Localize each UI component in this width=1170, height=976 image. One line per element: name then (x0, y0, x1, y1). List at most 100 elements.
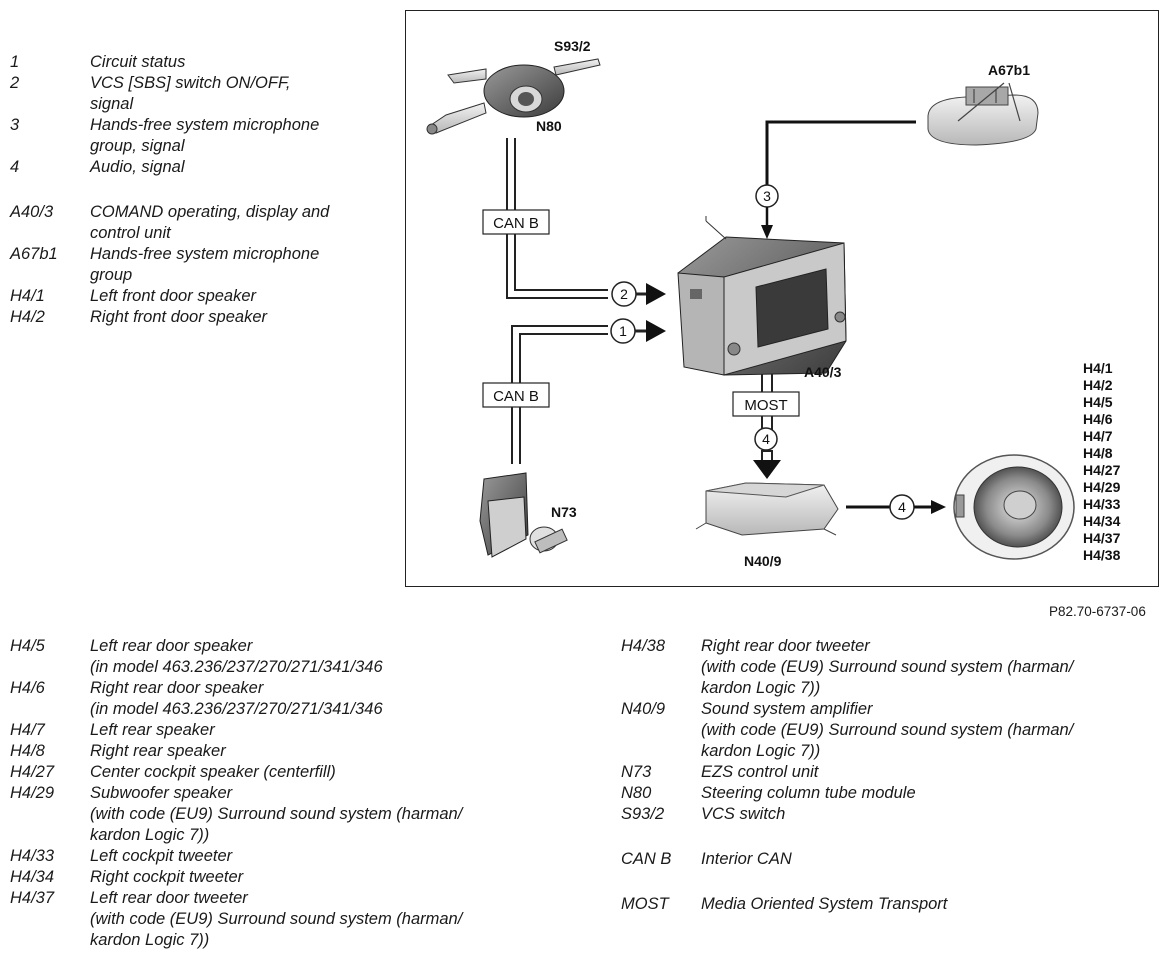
label-s93-2: S93/2 (554, 38, 591, 54)
can-b-upper-label-box (482, 209, 550, 235)
label-n73: N73 (551, 504, 577, 520)
speaker-illustration (953, 454, 1075, 560)
legend-text: group, signal (90, 137, 185, 155)
legend-key: H4/38 (621, 637, 666, 655)
arrow-4-speaker-icon (931, 500, 946, 514)
legend-text: Right rear door speaker (90, 679, 264, 697)
can-b-upper-bus: CAN B 2 (482, 138, 666, 307)
speaker-label: H4/5 (1083, 394, 1113, 410)
legend-text: kardon Logic 7)) (701, 679, 821, 697)
legend-text: Circuit status (90, 53, 186, 71)
legend-row: H4/37 Left rear door tweeter (with code (E… (10, 888, 530, 951)
speaker-label: H4/29 (1083, 479, 1121, 495)
legend-text: (with code (EU9) Surround sound system (… (701, 658, 1074, 676)
legend-row: N80 Steering column tube module (621, 783, 1161, 804)
legend-row: N40/9 Sound system amplifier (with code (E… (621, 699, 1161, 762)
can-b-lower-label-box (482, 382, 550, 408)
most-bus: MOST 4 (732, 372, 800, 479)
label-a67b1: A67b1 (988, 62, 1030, 78)
figure-reference: P82.70-6737-06 (1049, 604, 1146, 619)
comand-unit-illustration (677, 216, 847, 376)
legend-text: Interior CAN (701, 850, 792, 868)
speaker-label: H4/7 (1083, 428, 1113, 444)
signal-4-most-label: 4 (762, 431, 770, 447)
legend-key: CAN B (621, 850, 672, 868)
signal-1-label: 1 (619, 323, 627, 339)
legend-text: Hands-free system microphone (90, 245, 320, 263)
legend-text: Hands-free system microphone (90, 116, 320, 134)
legend-text: Sound system amplifier (701, 700, 873, 718)
audio-output-line: 4 (846, 494, 946, 520)
legend-text: kardon Logic 7)) (701, 742, 821, 760)
vcs-switch-illustration (426, 58, 601, 135)
arrow-4-most-icon (753, 460, 781, 479)
legend-text: (with code (EU9) Surround sound system (… (90, 910, 463, 928)
speaker-label: H4/27 (1083, 462, 1121, 478)
label-a40-3: A40/3 (804, 364, 842, 380)
arrow-3-icon (761, 225, 773, 239)
legend-text: Steering column tube module (701, 784, 916, 802)
legend-key: A67b1 (10, 245, 58, 263)
legend-key: 3 (10, 116, 20, 134)
speaker-label: H4/6 (1083, 411, 1113, 427)
wiring-diagram: CAN B 2 CAN B 1 3 (405, 10, 1159, 587)
speaker-label: H4/8 (1083, 445, 1113, 461)
label-n40-9: N40/9 (744, 553, 782, 569)
legend-text: Audio, signal (90, 158, 185, 176)
legend-text: Left cockpit tweeter (90, 847, 233, 865)
legend-text: (with code (EU9) Surround sound system (… (701, 721, 1074, 739)
legend-text: COMAND operating, display and (90, 203, 330, 221)
legend-text: group (90, 266, 133, 284)
legend-row: H4/1 Left front door speaker (10, 286, 390, 307)
legend-key: MOST (621, 895, 669, 913)
label-n80: N80 (536, 118, 562, 134)
speaker-label: H4/1 (1083, 360, 1113, 376)
legend-row: 3 Hands-free system microphone group, sign… (10, 115, 390, 157)
legend-key: H4/37 (10, 889, 55, 907)
legend-text: Left rear door speaker (90, 637, 253, 655)
legend-key: H4/29 (10, 784, 55, 802)
legend-key: N73 (621, 763, 652, 781)
legend-text: (in model 463.236/237/270/271/341/346 (90, 658, 383, 676)
ezs-control-unit-illustration (479, 472, 568, 558)
legend-text: signal (90, 95, 134, 113)
legend-text: Left front door speaker (90, 287, 257, 305)
legend-key: H4/6 (10, 679, 45, 697)
signal-3-label: 3 (763, 188, 771, 204)
legend-key: N40/9 (621, 700, 666, 718)
legend-row: H4/29 Subwoofer speaker (with code (EU9) S… (10, 783, 530, 846)
legend-key: N80 (621, 784, 652, 802)
legend-row: MOST Media Oriented System Transport (621, 894, 1161, 915)
legend-key: 2 (10, 74, 20, 92)
legend-row: CAN B Interior CAN (621, 849, 1161, 870)
legend-key: H4/8 (10, 742, 45, 760)
amplifier-illustration (695, 482, 839, 536)
speaker-label: H4/38 (1083, 547, 1121, 563)
legend-text: Left rear door tweeter (90, 889, 248, 907)
legend-text: (with code (EU9) Surround sound system (… (90, 805, 463, 823)
legend-key: S93/2 (621, 805, 665, 823)
can-b-upper-label: CAN B (493, 215, 539, 232)
microphone-signal-line: 3 (755, 120, 916, 239)
legend-key: A40/3 (10, 203, 54, 221)
legend-text: Media Oriented System Transport (701, 895, 948, 913)
legend-key: H4/2 (10, 308, 45, 326)
legend-text: Center cockpit speaker (centerfill) (90, 763, 336, 781)
signal-2-label: 2 (620, 286, 628, 302)
legend-text: kardon Logic 7)) (90, 826, 210, 844)
legend-text: Subwoofer speaker (90, 784, 233, 802)
legend-key: H4/1 (10, 287, 45, 305)
legend-text: kardon Logic 7)) (90, 931, 210, 949)
